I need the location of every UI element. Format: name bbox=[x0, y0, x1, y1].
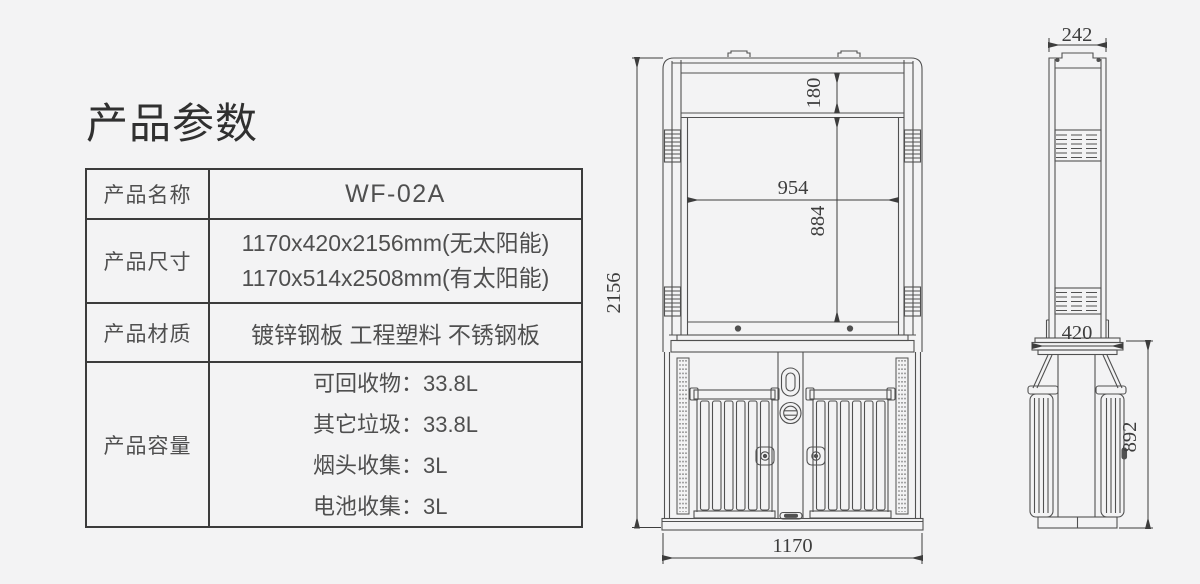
top-tab-left bbox=[727, 50, 751, 57]
spec-table: 产品名称 WF-02A 产品尺寸 1170x420x2156mm(无太阳能) 1… bbox=[85, 168, 583, 528]
top-tab-right bbox=[837, 50, 861, 57]
dim-overall-height: 2156 bbox=[603, 273, 625, 314]
material-text: 镀锌钢板 工程塑料 不锈钢板 bbox=[251, 321, 540, 348]
ashtray-oval bbox=[780, 367, 801, 397]
hinge-right bbox=[806, 446, 826, 466]
product-model: WF-02A bbox=[345, 179, 446, 208]
row-label-product-size: 产品尺寸 bbox=[87, 218, 208, 302]
dim-bin-section-height: 892 bbox=[1119, 422, 1141, 453]
row-value-product-name: WF-02A bbox=[208, 170, 581, 218]
row-value-product-size: 1170x420x2156mm(无太阳能) 1170x514x2508mm(有太… bbox=[208, 218, 581, 302]
bin-door-left bbox=[689, 387, 780, 519]
capacity-battery: 电池收集：3L bbox=[312, 494, 448, 519]
top-screw-right bbox=[1096, 57, 1101, 63]
poster-panel bbox=[669, 117, 916, 336]
hinge-left bbox=[755, 446, 775, 466]
bin-door-right bbox=[805, 387, 896, 519]
front-view bbox=[661, 50, 924, 531]
row-label-product-name: 产品名称 bbox=[103, 184, 192, 207]
dim-panel-width: 954 bbox=[778, 177, 809, 199]
size-no-solar: 1170x420x2156mm(无太阳能) bbox=[241, 230, 550, 256]
side-bin-left bbox=[1029, 393, 1054, 518]
capacity-list: 可回收物：33.8L 其它垃圾：33.8L 烟头收集：3L 电池收集：3L bbox=[313, 363, 478, 527]
dim-panel-height: 884 bbox=[807, 206, 829, 237]
side-view-dim-labels: 242 420 892 bbox=[1062, 24, 1141, 452]
panel-screw-left bbox=[734, 325, 742, 332]
capacity-cigarette: 烟头收集：3L bbox=[312, 453, 448, 478]
bin-handle-nub bbox=[1121, 447, 1128, 460]
front-view-dimensions bbox=[632, 57, 923, 564]
top-screw-left bbox=[1055, 57, 1060, 63]
side-grip-upper bbox=[1054, 129, 1102, 162]
base-plate bbox=[661, 517, 924, 531]
center-column bbox=[777, 352, 804, 520]
row-value-product-capacity: 可回收物：33.8L 其它垃圾：33.8L 烟头收集：3L 电池收集：3L bbox=[208, 361, 581, 527]
side-bin-right bbox=[1100, 393, 1128, 518]
post-grips-lower bbox=[663, 286, 922, 317]
row-label-product-material: 产品材质 bbox=[87, 302, 208, 361]
size-with-solar: 1170x514x2508mm(有太阳能) bbox=[241, 265, 550, 291]
capacity-other-waste: 其它垃圾：33.8L bbox=[312, 412, 479, 437]
lock bbox=[779, 401, 802, 425]
dim-shelf-width: 420 bbox=[1062, 322, 1093, 344]
row-value-product-material: 镀锌钢板 工程塑料 不锈钢板 bbox=[208, 302, 581, 361]
side-view-dimensions bbox=[1032, 38, 1153, 529]
cabinet-walls bbox=[663, 352, 922, 519]
dim-overall-width: 1170 bbox=[772, 535, 812, 557]
dim-top-width: 242 bbox=[1062, 24, 1093, 46]
side-view bbox=[1027, 52, 1128, 529]
capacity-recyclable: 可回收物：33.8L bbox=[312, 371, 479, 396]
perforated-strips bbox=[676, 357, 909, 515]
post-grips-upper bbox=[663, 129, 922, 163]
front-view-dim-labels: 2156 1170 954 884 180 bbox=[603, 78, 829, 557]
panel-screw-right bbox=[846, 325, 854, 332]
shelf-band bbox=[670, 334, 915, 353]
side-base bbox=[1037, 516, 1118, 529]
row-label-product-capacity: 产品容量 bbox=[87, 361, 208, 527]
dim-top-band-height: 180 bbox=[803, 78, 825, 109]
page-title: 产品参数 bbox=[86, 100, 259, 147]
side-grip-lower bbox=[1054, 287, 1102, 315]
